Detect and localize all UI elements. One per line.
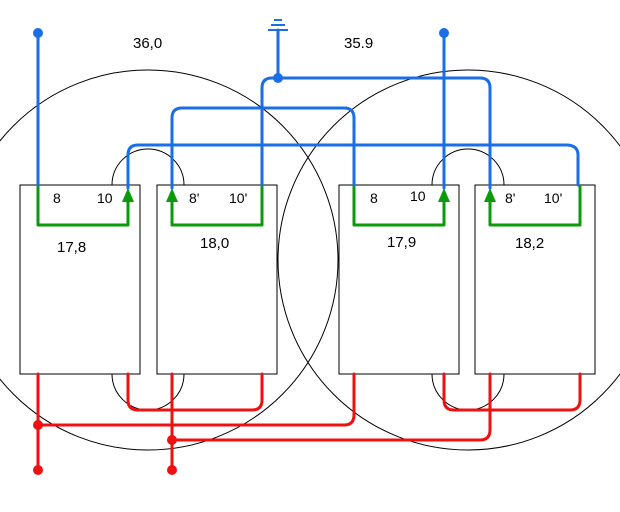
- coil-1-term-a: 8: [53, 190, 61, 206]
- coil-4-value: 18,2: [515, 235, 544, 252]
- coil-4-term-a: 8': [505, 190, 515, 206]
- cores: [0, 69, 620, 451]
- coil-4: [474, 184, 596, 375]
- coil-3-value: 17,9: [387, 234, 416, 251]
- green-windings: [36, 185, 582, 227]
- red-wire-coil3-to-coil4: [442, 372, 582, 412]
- coil-1-term-b: 10: [97, 190, 113, 206]
- coil-1: [19, 184, 141, 375]
- coil-1-arrow: [122, 188, 134, 202]
- coil-1-value: 17,8: [57, 239, 86, 256]
- coil-4-green-loop: [488, 185, 582, 227]
- coil-2-term-b: 10': [229, 190, 247, 206]
- ground-junction: [273, 73, 283, 83]
- coil-3-arrow: [438, 188, 450, 202]
- blue-wire-coil1-to-coil4: [126, 143, 580, 190]
- coil-2-arrow: [166, 188, 178, 202]
- top-left-value: 36,0: [133, 35, 162, 52]
- coil-3-term-a: 8: [370, 190, 378, 206]
- coil-3: [338, 184, 460, 375]
- red-wiring: [33, 372, 582, 475]
- coil-2: [156, 184, 278, 375]
- coil-2-term-a: 8': [189, 190, 199, 206]
- left-top-inner-loop: [111, 148, 185, 186]
- right-top-inner-loop: [431, 148, 505, 186]
- right-top-terminal: [439, 28, 449, 38]
- coil-4-term-b: 10': [544, 190, 562, 206]
- top-right-value: 35.9: [344, 35, 373, 52]
- right-core: [277, 69, 620, 451]
- blue-wiring: [33, 28, 580, 190]
- coil-4-arrow: [484, 188, 496, 202]
- red-wire-coil2-to-coil4: [170, 372, 492, 442]
- ground-icon: [268, 19, 288, 31]
- left-bottom-terminal: [33, 465, 43, 475]
- coil-1-green-loop: [36, 185, 130, 227]
- left-core: [0, 69, 339, 451]
- coil-2-value: 18,0: [200, 235, 229, 252]
- coil-3-term-b: 10: [410, 188, 426, 204]
- coil-3-green-loop: [352, 185, 446, 227]
- red-wire-coil1-to-coil2: [126, 372, 264, 412]
- blue-wire-ground-bus: [260, 76, 492, 190]
- coils: [19, 184, 596, 375]
- left-top-terminal: [33, 28, 43, 38]
- red-wire-coil1-to-coil3: [36, 372, 356, 427]
- center-bottom-terminal: [167, 465, 177, 475]
- coil-2-green-loop: [170, 185, 264, 227]
